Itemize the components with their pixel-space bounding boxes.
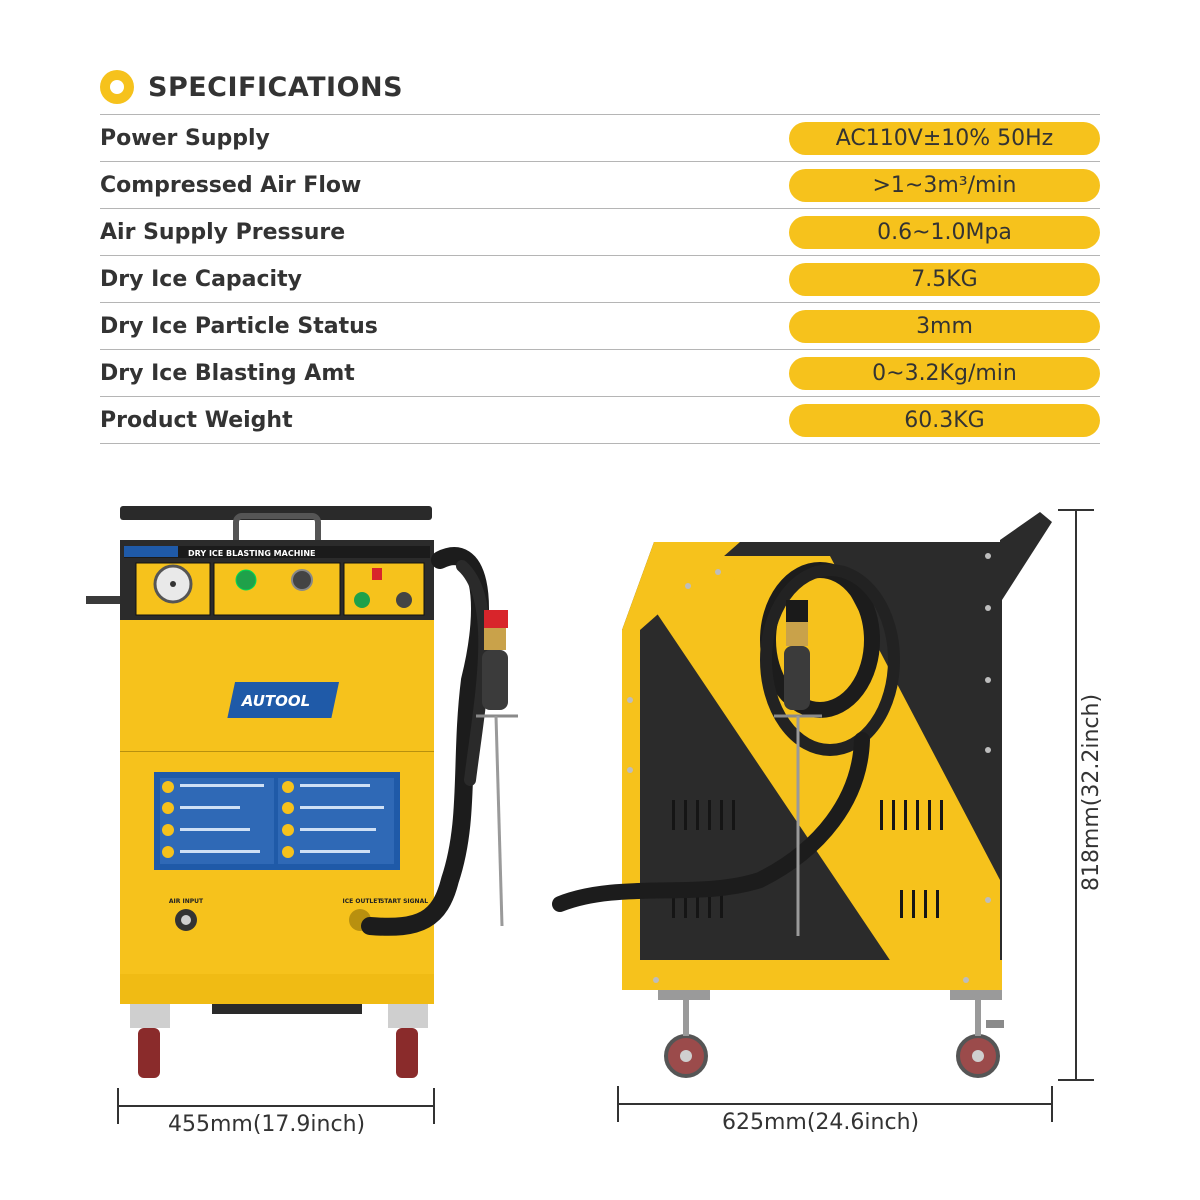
spec-label: Product Weight	[100, 407, 293, 433]
bullet-icon	[100, 70, 134, 104]
spec-row: Air Supply Pressure 0.6~1.0Mpa	[100, 209, 1100, 256]
spec-row: Power Supply AC110V±10% 50Hz	[100, 115, 1100, 162]
side-depth-label: 625mm(24.6inch)	[722, 1110, 920, 1135]
spec-header: SPECIFICATIONS	[100, 70, 403, 104]
spec-value: 60.3KG	[789, 403, 1100, 437]
spec-table: Power Supply AC110V±10% 50Hz Compressed …	[100, 114, 1100, 444]
panel-title-text: DRY ICE BLASTING MACHINE	[188, 549, 316, 558]
spec-row: Dry Ice Particle Status 3mm	[100, 303, 1100, 350]
spec-value: AC110V±10% 50Hz	[789, 121, 1100, 155]
spec-value: 0~3.2Kg/min	[789, 356, 1100, 390]
spec-value: 0.6~1.0Mpa	[789, 215, 1100, 249]
spec-label: Dry Ice Blasting Amt	[100, 360, 355, 386]
spec-row: Dry Ice Blasting Amt 0~3.2Kg/min	[100, 350, 1100, 397]
start-signal-label: START SIGNAL	[380, 898, 428, 905]
air-input-label: AIR INPUT	[169, 898, 204, 905]
spec-title: SPECIFICATIONS	[148, 71, 404, 103]
spec-label: Power Supply	[100, 125, 270, 151]
spec-label: Air Supply Pressure	[100, 219, 346, 245]
spec-value: 3mm	[789, 309, 1100, 343]
height-label: 818mm(32.2inch)	[1079, 693, 1105, 892]
spec-label: Dry Ice Capacity	[100, 266, 302, 292]
spec-value: 7.5KG	[789, 262, 1100, 296]
spec-row: Compressed Air Flow >1~3m³/min	[100, 162, 1100, 209]
spec-label: Compressed Air Flow	[100, 172, 362, 198]
brand-logo-front: AUTOOL	[241, 692, 310, 710]
spec-row: Product Weight 60.3KG	[100, 397, 1100, 444]
spec-row: Dry Ice Capacity 7.5KG	[100, 256, 1100, 303]
spec-label: Dry Ice Particle Status	[100, 313, 378, 339]
front-width-label: 455mm(17.9inch)	[168, 1112, 366, 1137]
spec-value: >1~3m³/min	[789, 168, 1100, 202]
ice-outlet-label: ICE OUTLET	[343, 898, 383, 905]
